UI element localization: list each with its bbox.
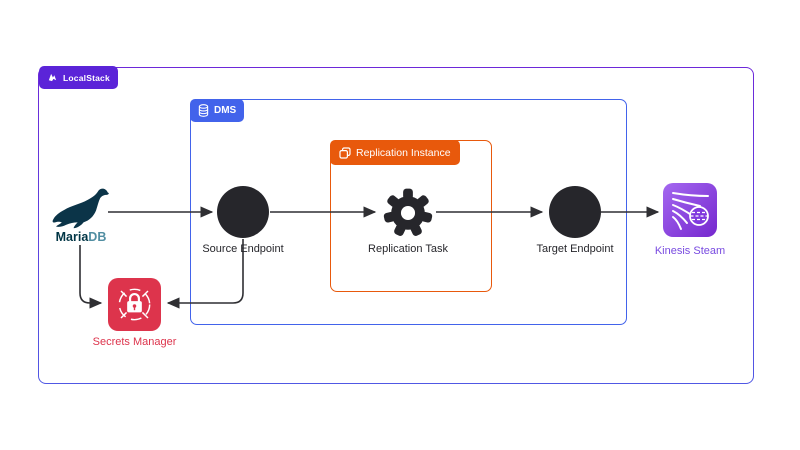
secrets-manager-lock-glyph [118, 288, 151, 321]
dms-badge: DMS [190, 99, 245, 122]
target-endpoint-label: Target Endpoint [536, 243, 614, 255]
target-endpoint-node [549, 186, 601, 238]
replication-task-node [382, 187, 434, 239]
mariadb-seal-icon [52, 188, 109, 229]
dms-badge-label: DMS [214, 105, 237, 116]
kinesis-stream-label: Kinesis Steam [654, 245, 726, 257]
localstack-logo-icon [48, 73, 57, 82]
mariadb-label-secondary: DB [88, 230, 107, 244]
replication-instance-copy-icon [339, 146, 351, 159]
connector-mariadb-to-secrets-manager [79, 245, 103, 309]
replication-instance-badge-label: Replication Instance [356, 146, 451, 159]
kinesis-streams-glyph [672, 192, 709, 230]
connector-source-endpoint-to-secrets-manager [166, 239, 244, 309]
mariadb-label: MariaDB [41, 230, 121, 244]
kinesis-stream-icon [663, 183, 717, 237]
replication-task-label: Replication Task [368, 243, 448, 255]
secrets-manager-icon [108, 278, 161, 331]
replication-instance-badge: Replication Instance [330, 140, 460, 165]
localstack-badge: LocalStack [39, 66, 118, 89]
replication-task-gear-icon [383, 188, 433, 236]
localstack-badge-label: LocalStack [63, 72, 110, 83]
mariadb-node [51, 184, 111, 229]
source-endpoint-node [217, 186, 269, 238]
secrets-manager-label: Secrets Manager [92, 336, 177, 348]
mariadb-label-primary: Maria [55, 230, 89, 244]
source-endpoint-label: Source Endpoint [202, 243, 284, 255]
dms-database-icon [198, 104, 209, 117]
localstack-boundary-box [38, 67, 754, 384]
